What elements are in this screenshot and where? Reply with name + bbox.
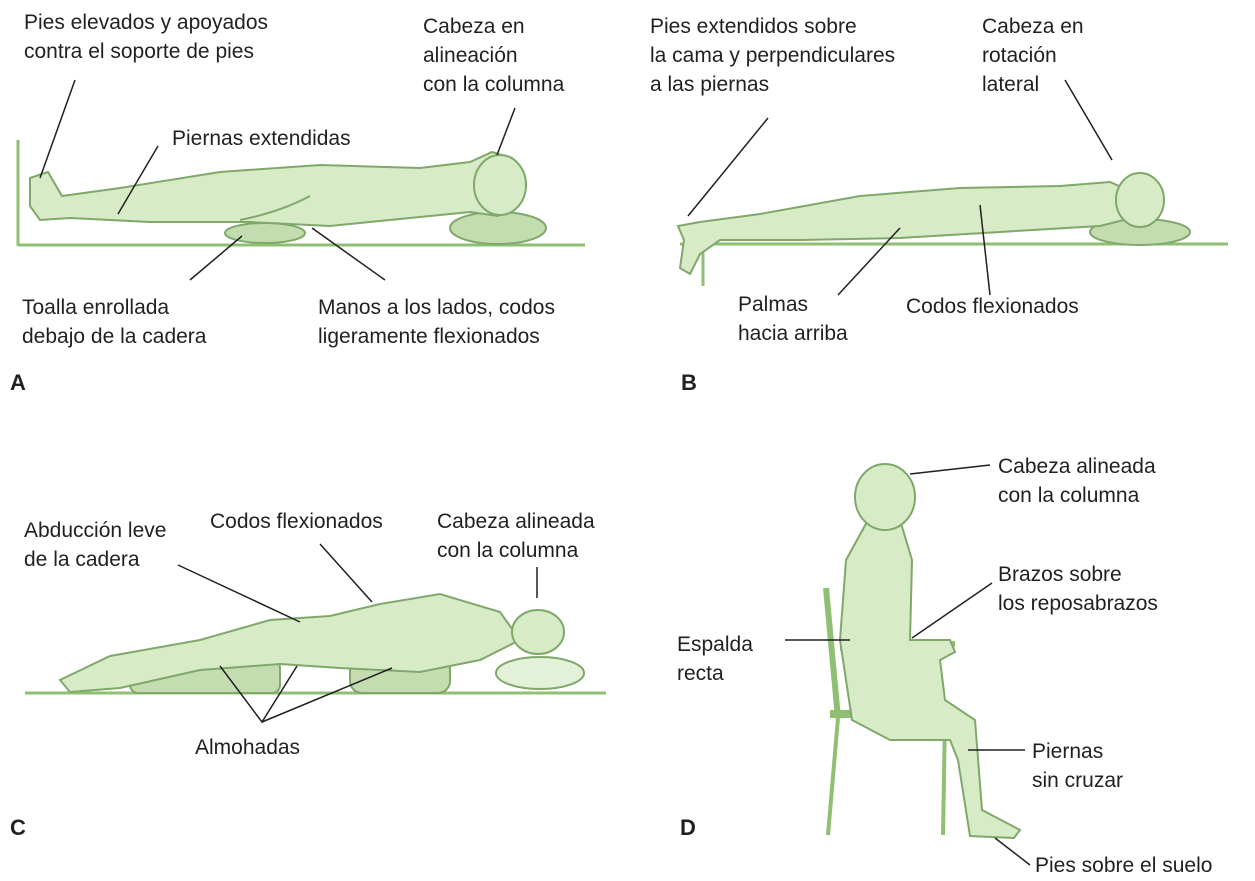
label-c-hip: Abducción leve de la cadera [24,519,167,571]
panel-d-figure [823,463,1022,840]
panel-d-body [838,519,1022,840]
panel-b-body [676,180,1130,276]
panel-d-head [854,463,916,531]
label-d-back: Espalda recta [677,633,753,685]
label-a-legs: Piernas extendidas [172,127,351,150]
label-d-head: Cabeza alineada con la columna [998,455,1156,507]
label-c-elbows: Codos flexionados [210,510,383,533]
label-b-head: Cabeza en rotación lateral [982,15,1084,96]
panel-d-letter: D [680,815,696,840]
panel-b-leaders [687,79,1113,296]
label-c-pillows: Almohadas [195,736,301,759]
panel-b-figure [676,172,1228,286]
label-d-legs: Piernas sin cruzar [1032,740,1124,792]
panel-a-head [473,154,527,216]
label-a-head: Cabeza en alineación con la columna [423,15,565,96]
panel-d-chair-back [823,587,841,719]
panel-b-head [1115,172,1165,228]
label-d-feet: Pies sobre el suelo [1035,854,1213,877]
panel-a-figure [16,140,585,247]
panel-c-head-pillow [495,656,585,690]
label-c-head: Cabeza alineada con la columna [437,510,595,562]
panel-a-letter: A [10,370,26,395]
label-a-feet: Pies elevados y apoyados contra el sopor… [24,11,268,63]
panel-a-body [29,150,526,228]
panel-a-leaders [39,79,516,281]
label-b-elbows: Codos flexionados [906,295,1079,318]
panel-b-letter: B [681,370,697,395]
panel-c-head [511,609,565,655]
panel-d-leaders [785,464,1031,866]
panel-c-figure [25,592,606,695]
panel-c-letter: C [10,815,26,840]
label-a-hands: Manos a los lados, codos ligeramente fle… [318,296,555,348]
label-b-palms: Palmas hacia arriba [738,293,848,345]
panel-a-arm [239,195,311,221]
label-d-arms: Brazos sobre los reposabrazos [998,563,1158,615]
label-b-feet: Pies extendidos sobre la cama y perpendi… [650,15,896,96]
label-a-towel: Toalla enrollada debajo de la cadera [22,296,207,348]
panel-c-leaders [177,543,538,724]
